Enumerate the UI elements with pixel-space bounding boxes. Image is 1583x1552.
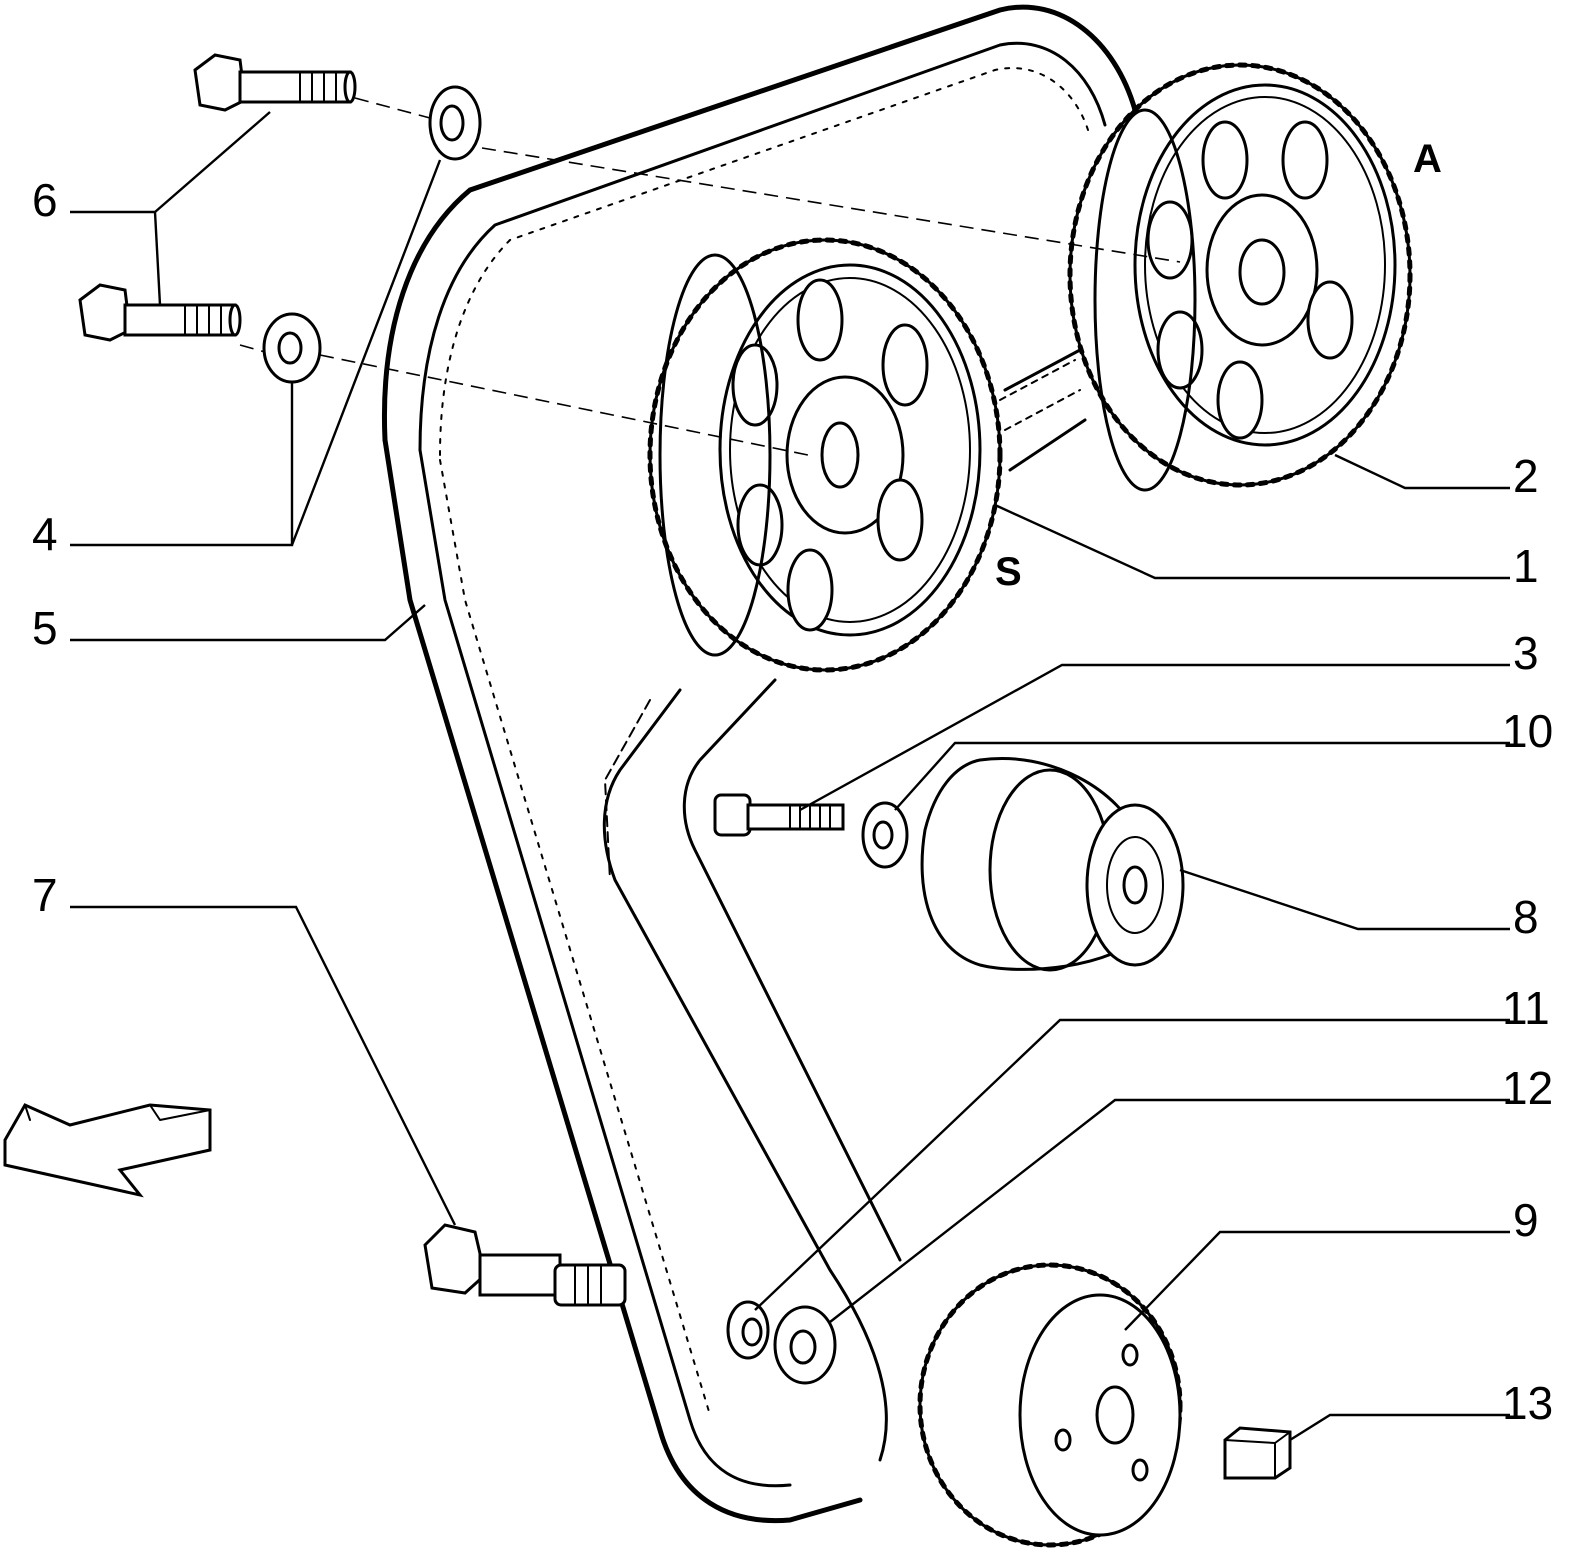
callouts: 6 4 5 7 2 1 3 10 8 11 12 9 13 bbox=[32, 174, 1553, 1429]
callout-5: 5 bbox=[32, 602, 58, 654]
washer-11 bbox=[726, 1300, 770, 1360]
callout-10: 10 bbox=[1502, 705, 1553, 757]
assembly-axis-lines bbox=[239, 97, 1181, 456]
callout-6: 6 bbox=[32, 174, 58, 226]
washer-4-upper bbox=[428, 85, 482, 161]
pulley-marker-s: S bbox=[995, 550, 1022, 594]
washer-4-lower bbox=[262, 312, 322, 384]
bolt-6-lower bbox=[78, 283, 242, 342]
leader-lines bbox=[70, 111, 1510, 1442]
callout-3: 3 bbox=[1513, 627, 1539, 679]
callout-7: 7 bbox=[32, 869, 58, 921]
tensioner-bolt-3 bbox=[713, 793, 845, 837]
crankshaft-pulley bbox=[917, 1262, 1183, 1548]
camshaft-pulley-a bbox=[1067, 62, 1413, 492]
callout-11: 11 bbox=[1502, 982, 1550, 1034]
key-13 bbox=[1223, 1426, 1292, 1480]
callout-2: 2 bbox=[1513, 450, 1539, 502]
camshaft-pulley-s bbox=[647, 237, 1003, 673]
callout-12: 12 bbox=[1502, 1062, 1553, 1114]
callout-9: 9 bbox=[1513, 1194, 1539, 1246]
washer-10 bbox=[861, 801, 909, 869]
tensioner-pulley bbox=[920, 757, 1185, 972]
crank-bolt-7 bbox=[423, 1223, 627, 1307]
callout-8: 8 bbox=[1513, 891, 1539, 943]
bolt-6-upper bbox=[193, 53, 357, 112]
callout-1: 1 bbox=[1513, 540, 1539, 592]
washer-12 bbox=[773, 1305, 837, 1385]
pulley-marker-a: A bbox=[1413, 137, 1442, 181]
direction-arrow bbox=[3, 1103, 212, 1198]
callout-4: 4 bbox=[32, 508, 58, 560]
timing-belt bbox=[381, 4, 1148, 1524]
callout-13: 13 bbox=[1502, 1377, 1553, 1429]
